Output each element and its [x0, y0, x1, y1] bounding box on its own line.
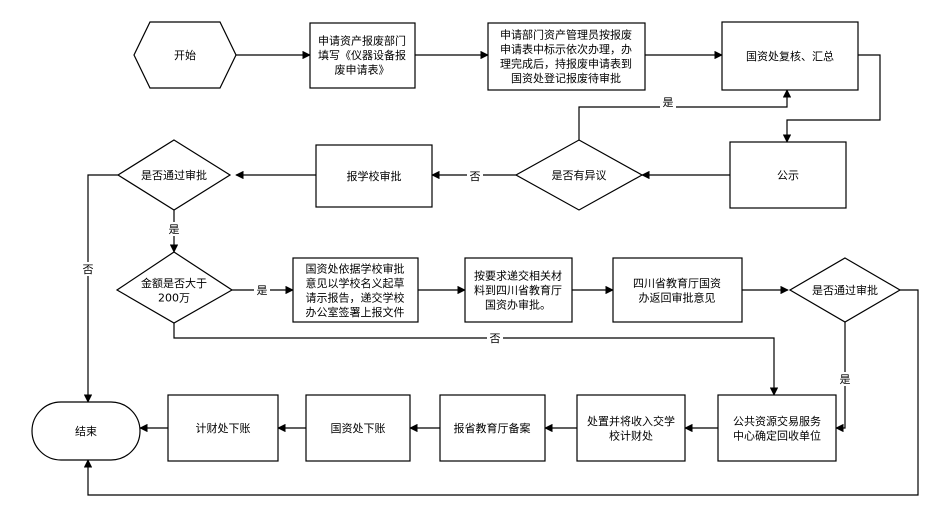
edge-objection-yes: [578, 89, 792, 140]
node-label-line: 申请表中标示依次办理，办: [500, 42, 632, 56]
finance-writeoff-node: [167, 394, 279, 462]
edge-label-bg: [254, 283, 270, 297]
submit-materials-node: [464, 257, 573, 323]
start-node: [133, 21, 237, 89]
node-label-line: 是否通过审批: [141, 168, 207, 182]
province-reply-node: [612, 257, 743, 323]
edge-province-no: [83, 289, 919, 496]
school-approval-node: [315, 144, 433, 208]
node-label-line: 处置并将收入交学: [587, 414, 675, 428]
school-approval-label: 报学校审批: [347, 169, 402, 183]
node-label-line: 填写《仪器设备报: [318, 48, 406, 62]
edge-amount-no: [173, 323, 779, 396]
node-label-line: 报省教育厅备案: [454, 421, 531, 435]
province-filing-label: 报省教育厅备案: [454, 421, 531, 435]
trading-center-node: [717, 394, 837, 462]
submit-materials-label: 按要求递交相关材料到四川省教育厅国资办审批。: [474, 269, 562, 312]
objection-label: 是否有异议: [552, 168, 607, 182]
edge-approval-no: [83, 174, 118, 403]
node-label-line: 废申请表》: [335, 63, 390, 77]
school-approval-decision: [116, 139, 232, 211]
school-decision-label: 是否通过审批: [141, 168, 207, 182]
node-label-line: 计财处下账: [196, 421, 251, 435]
start-label: 开始: [174, 48, 196, 62]
edge-label-bg: [80, 262, 96, 276]
finance-writeoff-label: 计财处下账: [196, 421, 251, 435]
objection-decision: [514, 139, 644, 211]
asset-writeoff-label: 国资处下账: [331, 422, 386, 435]
edge-label-bg: [467, 169, 483, 183]
approval-yes-label: 是: [169, 223, 180, 236]
edge-label-bg: [166, 222, 182, 236]
node-label-line: 开始: [174, 48, 196, 62]
node-label-line: 国资处下账: [331, 422, 386, 435]
node-label-line: 校计财处: [609, 428, 653, 442]
node-label-line: 请示报告，递交学校: [306, 290, 405, 304]
node-label-line: 是否通过审批: [812, 283, 878, 297]
edge-label-bg: [487, 331, 503, 345]
amount-no-label: 否: [490, 332, 501, 345]
review-summary-label: 国资处复核、汇总: [746, 49, 834, 63]
node-label-line: 200万: [158, 291, 190, 304]
node-label-line: 理完成后，持报废申请表到: [500, 56, 632, 70]
node-label-line: 国资处复核、汇总: [746, 49, 834, 63]
node-label-line: 办返回审批意见: [639, 290, 716, 304]
edge-labels: 是 否 是 否 是 否 是: [80, 95, 853, 386]
nodes: [31, 21, 902, 462]
node-label-line: 办公室签署上报文件: [306, 305, 405, 319]
approval-no-label: 否: [83, 263, 94, 276]
end-label: 结束: [75, 425, 97, 438]
province-filing-node: [439, 394, 546, 462]
edge-province-yes: [835, 322, 846, 433]
node-label-line: 结束: [75, 425, 97, 438]
node-label-line: 是否有异议: [552, 168, 607, 182]
asset-writeoff-node: [305, 394, 411, 462]
node-label-line: 报学校审批: [347, 169, 402, 183]
edge-label-bg: [660, 95, 676, 109]
register-node: [487, 22, 646, 91]
edges: [83, 50, 919, 496]
node-labels: 开始 申请资产报废部门填写《仪器设备报废申请表》 申请部门资产管理员按报废申请表…: [75, 27, 878, 442]
objection-yes-label: 是: [663, 96, 674, 109]
node-label-line: 申请资产报废部门: [318, 34, 406, 48]
node-label-line: 意见以学校名义起草: [306, 276, 405, 290]
trading-center-label: 公共资源交易服务中心确定回收单位: [733, 414, 821, 443]
register-label: 申请部门资产管理员按报废申请表中标示依次办理，办理完成后，持报废申请表到国资处登…: [500, 27, 632, 85]
province-decision-label: 是否通过审批: [812, 283, 878, 297]
node-label-line: 国资处登记报废待审批: [511, 71, 621, 85]
node-label-line: 四川省教育厅国资: [633, 276, 721, 290]
node-label-line: 国资处依据学校审批: [306, 261, 405, 275]
node-label-line: 公示: [777, 169, 799, 182]
publicity-label: 公示: [777, 169, 799, 182]
publicity-node: [729, 141, 847, 209]
node-label-line: 公共资源交易服务: [733, 414, 821, 428]
apply-form-node: [309, 22, 416, 89]
dispose-income-node: [576, 394, 686, 462]
apply-form-label: 申请资产报废部门填写《仪器设备报废申请表》: [318, 34, 406, 77]
province-approval-decision: [788, 257, 902, 323]
amount-yes-label: 是: [257, 284, 268, 297]
end-node: [31, 401, 141, 461]
province-reply-label: 四川省教育厅国资办返回审批意见: [633, 276, 721, 305]
objection-no-label: 否: [470, 170, 481, 183]
node-label-line: 申请部门资产管理员按报废: [500, 27, 632, 41]
draft-report-node: [292, 257, 419, 323]
review-summary-node: [721, 21, 859, 91]
node-label-line: 金额是否大于: [141, 276, 207, 290]
node-label-line: 国资办审批。: [485, 298, 551, 312]
node-label-line: 按要求递交相关材: [474, 269, 562, 283]
dispose-income-label: 处置并将收入交学校计财处: [587, 414, 675, 443]
edge-label-bg: [837, 372, 853, 386]
draft-report-label: 国资处依据学校审批意见以学校名义起草请示报告，递交学校办公室签署上报文件: [306, 261, 405, 319]
node-label-line: 中心确定回收单位: [733, 428, 821, 442]
node-label-line: 料到四川省教育厅: [474, 283, 562, 297]
amount-decision: [115, 251, 234, 324]
edge-review-to-publicity: [782, 54, 881, 143]
province-yes-label: 是: [840, 373, 851, 386]
